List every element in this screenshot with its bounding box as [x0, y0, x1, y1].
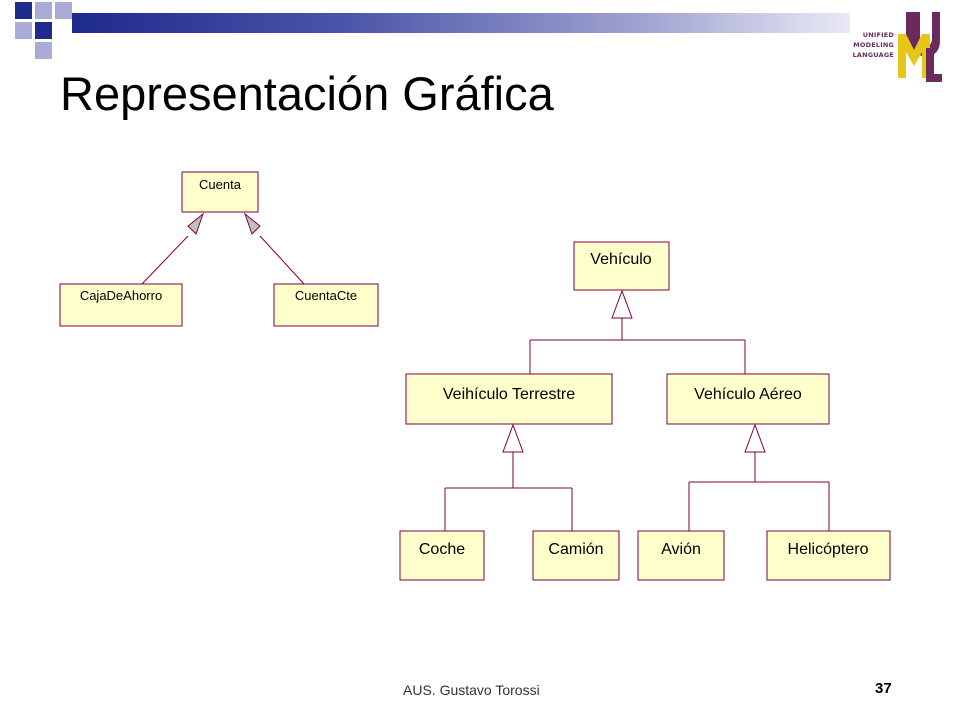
class-label-vehiculo: Vehículo: [590, 251, 651, 268]
logo-line-modeling: MODELING: [853, 41, 894, 49]
logo-line-language: LANGUAGE: [852, 51, 894, 59]
generalization-arrow-aereo: [744, 423, 766, 453]
class-box-terrestre: [405, 373, 613, 425]
class-label-coche: Coche: [419, 541, 465, 558]
logo-line-unified: UNIFIED: [862, 31, 894, 39]
header-square-1: [15, 2, 32, 19]
uml-logo: UNIFIED MODELING LANGUAGE: [842, 8, 942, 86]
header-square-3: [55, 2, 72, 19]
class-label-helicoptero: Helicóptero: [788, 541, 869, 558]
logo-text: UNIFIED MODELING LANGUAGE: [842, 30, 894, 60]
class-box-cajadeahorro: [59, 283, 183, 327]
page-number: 37: [875, 680, 892, 697]
class-box-coche: [399, 530, 485, 581]
header-square-6: [35, 42, 52, 59]
class-label-cuentacte: CuentaCte: [295, 288, 357, 303]
generalization-arrow-terrestre: [502, 423, 524, 453]
class-box-camion: [532, 530, 620, 581]
header-square-2: [35, 2, 52, 19]
header-gradient-bar: [72, 13, 850, 33]
class-label-camion: Camión: [548, 541, 603, 558]
class-label-cuenta: Cuenta: [199, 177, 242, 192]
class-box-vehiculo: [573, 241, 670, 291]
uml-logo-mark: [898, 12, 942, 82]
class-box-cuentacte: [273, 283, 379, 327]
class-label-avion: Avión: [661, 541, 701, 558]
header-square-4: [15, 22, 32, 39]
footer-author: AUS. Gustavo Torossi: [403, 682, 540, 698]
class-box-helicoptero: [766, 530, 891, 581]
line-cuentacte-to-cuenta: [259, 235, 305, 285]
class-box-avion: [637, 530, 725, 581]
class-box-cuenta: [181, 171, 259, 213]
class-label-terrestre: Veihículo Terrestre: [443, 386, 575, 403]
generalization-arrow-cajadeahorro: [187, 212, 205, 235]
generalization-arrow-cuentacte: [243, 212, 261, 235]
generalization-arrow-vehiculo: [611, 289, 633, 319]
line-cajadeahorro-to-cuenta: [141, 235, 189, 285]
class-label-aereo: Vehículo Aéreo: [694, 386, 802, 403]
class-box-aereo: [666, 373, 830, 425]
class-label-cajadeahorro: CajaDeAhorro: [80, 288, 162, 303]
page-title: Representación Gráfica: [60, 67, 554, 120]
header-square-5: [35, 22, 52, 39]
